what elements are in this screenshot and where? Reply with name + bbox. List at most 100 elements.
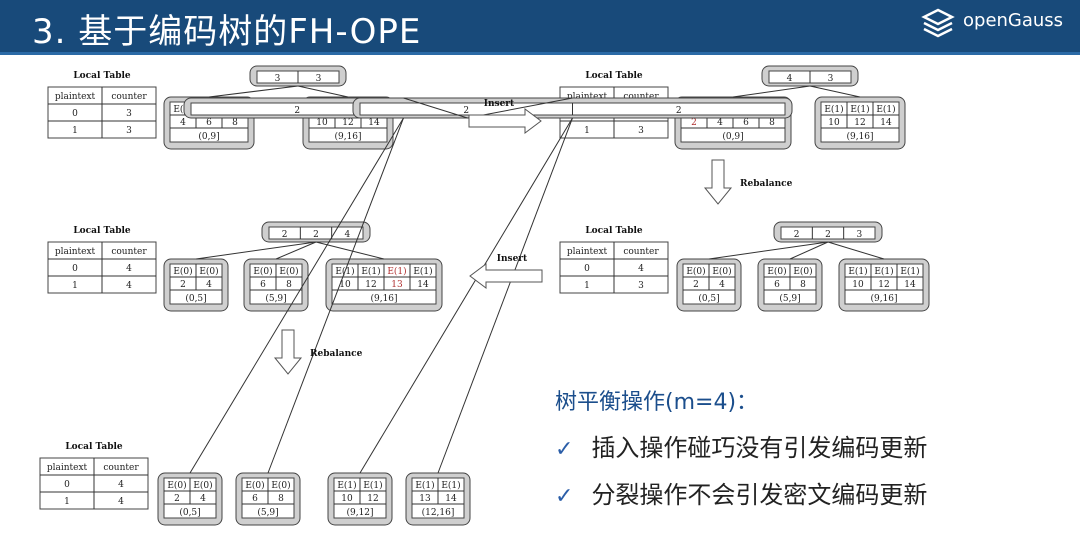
point-text: 分裂操作不会引发密文编码更新 (591, 481, 928, 509)
encoding-cell: 10 (852, 280, 864, 290)
ciphertext-cell: E(0) (199, 266, 218, 277)
node-key: 3 (316, 74, 322, 84)
tree-node-keys (268, 226, 364, 240)
arrow-label: Insert (484, 99, 515, 109)
arrow-label: Rebalance (310, 349, 363, 359)
table-cell: 4 (638, 264, 644, 274)
encoding-cell: 2 (691, 118, 697, 128)
table-header-cell: counter (103, 463, 139, 473)
leaf-range: (5,9] (265, 293, 286, 304)
node-key: 2 (313, 230, 319, 240)
encoding-cell: 10 (339, 280, 351, 290)
ciphertext-cell: E(1) (441, 480, 460, 491)
table-cell: 0 (72, 264, 78, 274)
ciphertext-cell: E(0) (253, 266, 272, 277)
encoding-cell: 8 (769, 118, 775, 128)
node-key: 4 (344, 230, 350, 240)
tree-edge (275, 241, 317, 260)
title-bar-divider (0, 52, 1080, 55)
point-item: ✓ 分裂操作不会引发密文编码更新 (555, 475, 927, 510)
encoding-cell: 8 (278, 494, 284, 504)
encoding-cell: 6 (743, 118, 749, 128)
leaf-range: (9,16] (870, 293, 897, 304)
table-cell: 0 (72, 109, 78, 119)
ciphertext-cell: E(1) (824, 104, 843, 115)
tree-edge (809, 85, 861, 98)
encoding-cell: 2 (174, 494, 180, 504)
encoding-cell: 4 (206, 280, 212, 290)
ciphertext-cell: E(0) (193, 480, 212, 491)
node-key: 4 (787, 74, 793, 84)
local-table-title: Local Table (585, 71, 643, 81)
tree-edge (732, 85, 811, 98)
point-text: 插入操作碰巧没有引发编码更新 (591, 434, 928, 462)
encoding-cell: 14 (904, 280, 916, 290)
local-table-title: Local Table (65, 442, 123, 452)
tree-edge (403, 97, 468, 119)
encoding-cell: 6 (206, 118, 212, 128)
tree-edge (359, 117, 573, 474)
encoding-cell: 2 (180, 280, 186, 290)
encoding-cell: 4 (719, 280, 725, 290)
node-key: 2 (463, 106, 469, 116)
node-key: 3 (828, 74, 834, 84)
table-cell: 1 (64, 497, 70, 507)
encoding-cell: 6 (260, 280, 266, 290)
tree-node-keys (780, 226, 876, 240)
leaf-range: (0,5] (185, 293, 206, 304)
arrow-left-icon (469, 263, 543, 289)
encoding-cell: 13 (419, 494, 431, 504)
encoding-cell: 4 (180, 118, 186, 128)
opengauss-logo-icon (921, 8, 955, 38)
ciphertext-cell: E(1) (848, 266, 867, 277)
ciphertext-cell: E(0) (279, 266, 298, 277)
checkmark-icon: ✓ (555, 484, 574, 509)
arrow-label: Insert (497, 254, 528, 264)
ciphertext-cell: E(0) (167, 480, 186, 491)
table-header-cell: counter (623, 92, 659, 102)
encoding-cell: 12 (367, 494, 378, 504)
node-key: 2 (825, 230, 831, 240)
table-header-cell: counter (623, 247, 659, 257)
encoding-cell: 10 (316, 118, 328, 128)
tree-edge (195, 241, 317, 260)
local-table-title: Local Table (585, 226, 643, 236)
ciphertext-cell: E(1) (876, 104, 895, 115)
node-key: 2 (282, 230, 288, 240)
table-header-cell: plaintext (55, 92, 96, 102)
ciphertext-cell: E(1) (363, 480, 382, 491)
encoding-cell: 12 (342, 118, 353, 128)
ciphertext-cell: E(1) (387, 266, 406, 277)
leaf-range: (0,5] (179, 507, 200, 518)
title-bar (0, 0, 1080, 52)
encoding-cell: 12 (365, 280, 376, 290)
tree-edge (297, 85, 349, 98)
ciphertext-cell: E(1) (361, 266, 380, 277)
ciphertext-cell: E(0) (686, 266, 705, 277)
leaf-range: (5,9] (779, 293, 800, 304)
table-cell: 3 (126, 126, 132, 136)
local-table-title: Local Table (73, 226, 131, 236)
table-cell: 1 (72, 126, 78, 136)
table-cell: 4 (126, 264, 132, 274)
leaf-node-cells (844, 263, 924, 305)
arrow-label: Rebalance (740, 179, 793, 189)
ciphertext-cell: E(0) (712, 266, 731, 277)
point-item: ✓插入操作碰巧没有引发编码更新 (555, 428, 927, 463)
node-key: 3 (856, 230, 862, 240)
node-key: 2 (794, 230, 800, 240)
table-header-cell: plaintext (55, 247, 96, 257)
table-cell: 0 (584, 264, 590, 274)
node-key: 3 (275, 74, 281, 84)
encoding-cell: 14 (368, 118, 380, 128)
arrow-right-icon (468, 108, 542, 134)
tree-edge (437, 117, 573, 474)
ciphertext-cell: E(1) (874, 266, 893, 277)
ciphertext-cell: E(0) (173, 104, 192, 115)
encoding-cell: 6 (774, 280, 780, 290)
encoding-cell: 14 (417, 280, 429, 290)
tree-edge (208, 85, 299, 98)
key-points: 树平衡操作(m=4)： ✓插入操作碰巧没有引发编码更新 ✓分裂操作不会引发密文编… (555, 384, 927, 522)
ciphertext-cell: E(1) (900, 266, 919, 277)
